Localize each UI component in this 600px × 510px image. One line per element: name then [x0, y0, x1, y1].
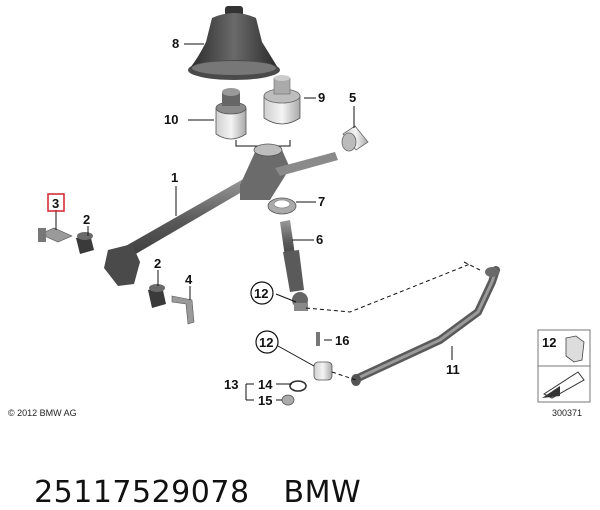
callout-15: 15	[258, 393, 272, 408]
callout-7: 7	[318, 194, 325, 209]
bush-lower-part	[148, 284, 166, 308]
callout-5: 5	[349, 90, 356, 105]
shift-lever-part	[104, 143, 338, 286]
clip-symbol-icon	[565, 335, 585, 363]
bearing-shell-part	[263, 75, 301, 125]
callout-3-highlight-box	[47, 193, 65, 212]
copyright-text: © 2012 BMW AG	[8, 408, 77, 418]
part-number: 25117529078	[34, 475, 250, 510]
legend-box: 12	[537, 329, 591, 403]
callout-8: 8	[172, 36, 179, 51]
parts-diagram: 8 9 10 5 1 7 6 3 2 2 4 12 12 16 11 13 14…	[8, 6, 591, 418]
callout-16: 16	[335, 333, 349, 348]
callout-12-upper-circle	[250, 281, 274, 305]
callout-13: 13	[224, 377, 238, 392]
ring-part	[267, 197, 297, 215]
callout-12-lower-circle	[255, 330, 279, 354]
brand-name: BMW	[283, 475, 362, 510]
selector-rod-part	[280, 220, 308, 311]
callout-3: 3	[52, 196, 59, 211]
shift-boot-part	[188, 6, 280, 80]
legend-label: 12	[542, 335, 556, 350]
callout-10: 10	[164, 112, 178, 127]
callout-9: 9	[318, 90, 325, 105]
callout-2-lower: 2	[154, 256, 161, 271]
pin-part	[38, 227, 73, 243]
assembly-line	[305, 263, 471, 313]
callout-2-upper: 2	[83, 212, 90, 227]
callout-14: 14	[258, 377, 273, 392]
callout-6: 6	[316, 232, 323, 247]
joint-bush-part	[281, 332, 333, 406]
clip-part	[171, 295, 195, 325]
shift-rod-part	[351, 266, 500, 386]
bush-part	[341, 125, 369, 152]
image-number: 300371	[552, 408, 582, 418]
callout-11: 11	[446, 362, 460, 377]
callout-1: 1	[171, 170, 178, 185]
callout-12-lower: 12	[259, 335, 273, 350]
callout-4: 4	[185, 272, 193, 287]
bush-upper-part	[76, 232, 94, 254]
callout-12-upper: 12	[254, 286, 268, 301]
part-caption: 25117529078 BMW	[14, 440, 361, 510]
bearing-cup-part	[215, 88, 247, 140]
